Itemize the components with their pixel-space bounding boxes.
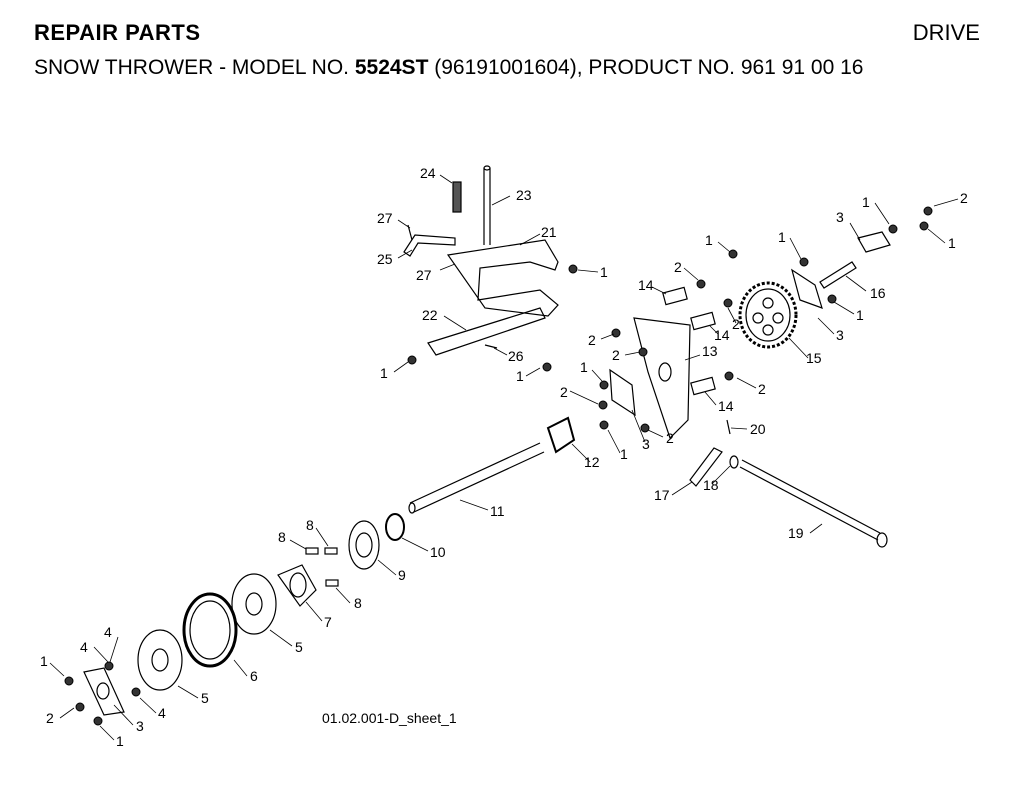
callout-2: 2 <box>588 332 596 348</box>
part-shaft-19 <box>739 459 888 548</box>
callout-2: 2 <box>560 384 568 400</box>
part-ring-10 <box>385 513 405 541</box>
section-title: DRIVE <box>912 20 980 45</box>
subtitle-prefix: SNOW THROWER - MODEL NO. <box>34 56 355 79</box>
model-number: 5524ST <box>354 56 429 79</box>
callout-8: 8 <box>354 595 362 611</box>
callout-25: 25 <box>377 251 393 267</box>
page-subtitle: SNOW THROWER - MODEL NO. 5524ST (9619100… <box>34 56 863 80</box>
part-shaft-11 <box>408 442 545 514</box>
callout-14: 14 <box>718 398 734 414</box>
callout-6: 6 <box>250 668 258 684</box>
callout-1: 1 <box>116 733 124 749</box>
part-washer-18 <box>729 455 739 469</box>
part-bracket-21 <box>446 239 559 317</box>
part-bearing-7 <box>277 564 317 607</box>
callout-27: 27 <box>377 210 393 226</box>
callout-2: 2 <box>46 710 54 726</box>
callout-5: 5 <box>201 690 209 706</box>
callout-4: 4 <box>80 639 88 655</box>
callout-1: 1 <box>705 232 713 248</box>
part-pulley-6 <box>182 592 238 668</box>
callout-21: 21 <box>541 224 557 240</box>
callout-1: 1 <box>778 229 786 245</box>
callout-8: 8 <box>278 529 286 545</box>
callout-4: 4 <box>158 705 166 721</box>
callout-1: 1 <box>380 365 388 381</box>
callout-24: 24 <box>420 165 436 181</box>
callout-1: 1 <box>948 235 956 251</box>
callout-16: 16 <box>870 285 886 301</box>
callout-23: 23 <box>516 187 532 203</box>
callout-1: 1 <box>620 446 628 462</box>
callout-2: 2 <box>758 381 766 397</box>
part-bolts-8 <box>305 547 339 587</box>
part-disc-5a <box>231 573 277 635</box>
part-gear-15 <box>738 281 798 349</box>
callout-1: 1 <box>856 307 864 323</box>
callout-5: 5 <box>295 639 303 655</box>
callout-14: 14 <box>714 327 730 343</box>
part-shaft-16 <box>819 261 857 289</box>
part-spring-24 <box>452 181 462 213</box>
part-rod-23 <box>483 165 491 245</box>
part-spacer-14c <box>690 376 716 396</box>
callout-1: 1 <box>862 194 870 210</box>
part-hub-9 <box>348 520 380 570</box>
part-flange-3d <box>83 667 125 716</box>
callout-15: 15 <box>806 350 822 366</box>
callout-26: 26 <box>508 348 524 364</box>
callout-2: 2 <box>674 259 682 275</box>
callout-2: 2 <box>732 316 740 332</box>
part-flange-3a <box>791 268 823 309</box>
part-spacer-14a <box>662 286 688 306</box>
callout-2: 2 <box>960 190 968 206</box>
part-spacer-14b <box>690 311 716 331</box>
callout-8: 8 <box>306 517 314 533</box>
part-pin-26 <box>484 344 498 349</box>
part-disc-5b <box>137 629 183 691</box>
callout-4: 4 <box>104 624 112 640</box>
part-flange-3b <box>857 231 891 253</box>
part-bar-22 <box>427 307 546 356</box>
part-plate-13 <box>633 317 691 440</box>
callout-20: 20 <box>750 421 766 437</box>
part-flange-3c <box>609 368 636 417</box>
callout-3: 3 <box>836 327 844 343</box>
callout-1: 1 <box>40 653 48 669</box>
page-title: REPAIR PARTS <box>34 20 201 45</box>
part-lever-17 <box>689 447 723 487</box>
callout-12: 12 <box>584 454 600 470</box>
callout-2: 2 <box>612 347 620 363</box>
callout-1: 1 <box>600 264 608 280</box>
callout-1: 1 <box>580 359 588 375</box>
callout-11: 11 <box>490 503 505 519</box>
part-pin-20 <box>726 419 731 435</box>
callout-3: 3 <box>136 718 144 734</box>
part-bracket-25 <box>403 234 456 257</box>
callout-14: 14 <box>638 277 654 293</box>
callout-22: 22 <box>422 307 438 323</box>
callout-2: 2 <box>666 430 674 446</box>
callout-9: 9 <box>398 567 406 583</box>
callout-3: 3 <box>642 436 650 452</box>
drawing-reference: 01.02.001-D_sheet_1 <box>322 710 457 726</box>
callout-19: 19 <box>788 525 804 541</box>
subtitle-suffix: (96191001604), PRODUCT NO. 961 91 00 16 <box>428 56 864 79</box>
callout-10: 10 <box>430 544 446 560</box>
callout-7: 7 <box>324 614 332 630</box>
part-pinion-12 <box>546 416 576 454</box>
callout-18: 18 <box>703 477 719 493</box>
callout-27: 27 <box>416 267 432 283</box>
callout-13: 13 <box>702 343 718 359</box>
callout-1: 1 <box>516 368 524 384</box>
callout-17: 17 <box>654 487 670 503</box>
callout-3: 3 <box>836 209 844 225</box>
